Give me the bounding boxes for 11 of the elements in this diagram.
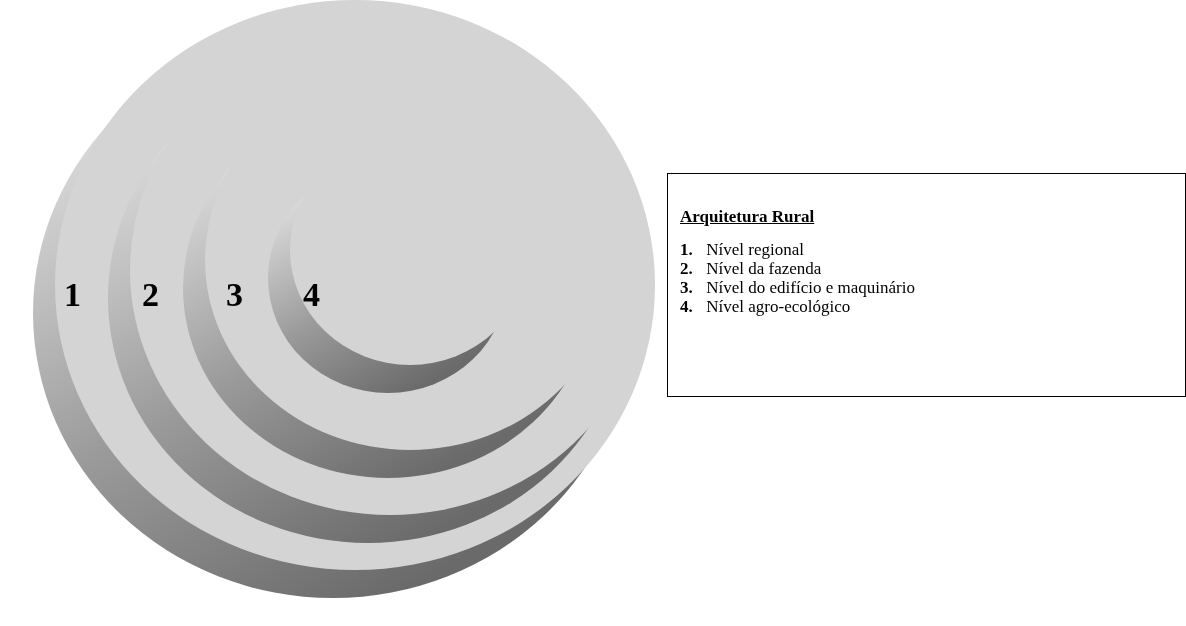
level-number: 4 [303, 278, 320, 312]
legend-item: 1. Nível regional [680, 239, 804, 259]
legend-title: Arquitetura Rural [680, 206, 815, 228]
level-number: 1 [64, 278, 81, 312]
legend-item: 2. Nível da fazenda [680, 258, 822, 278]
legend-box [667, 173, 1186, 397]
disc-layer [33, 0, 655, 598]
level-number: 2 [142, 278, 159, 312]
legend-item: 4. Nível agro-ecológico [680, 296, 851, 316]
legend-item: 3. Nível do edifício e maquinário [680, 277, 915, 297]
level-number: 3 [226, 278, 243, 312]
